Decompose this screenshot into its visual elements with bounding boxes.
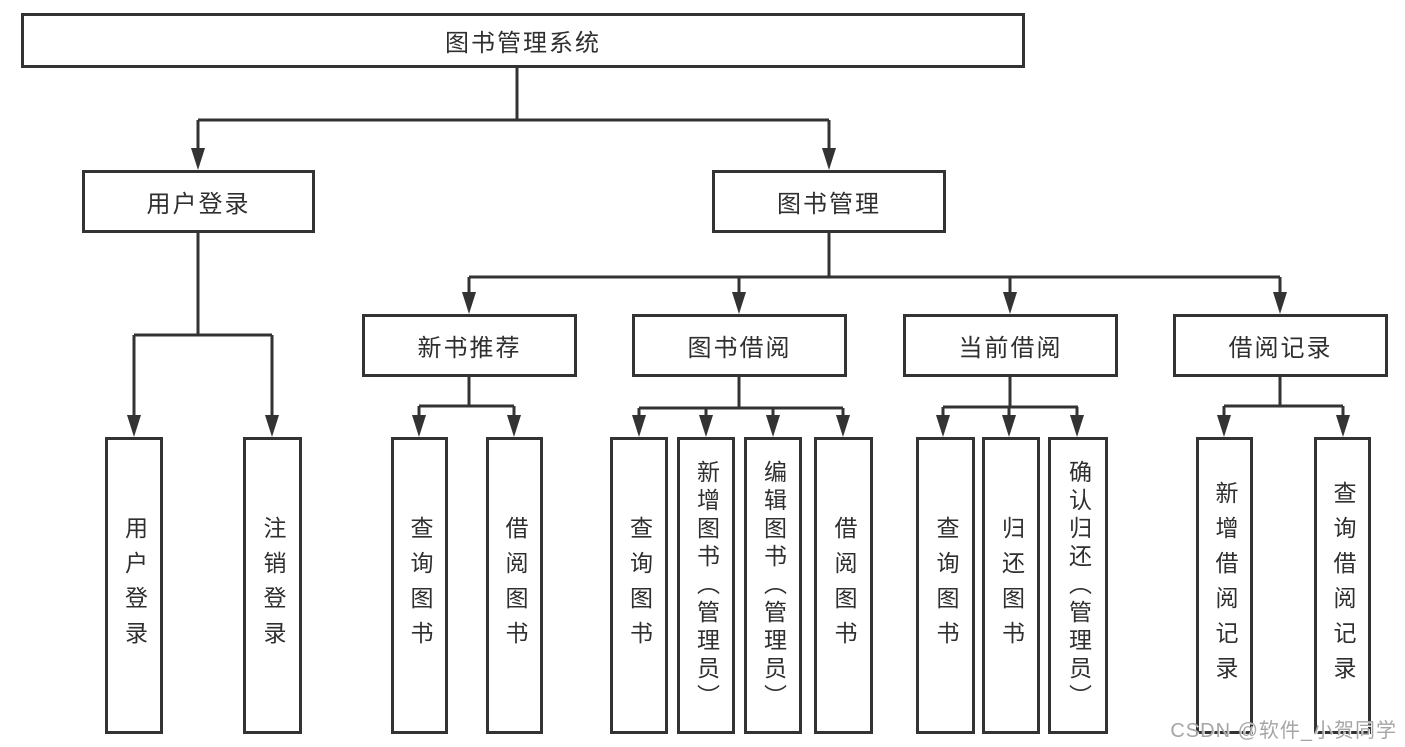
arrowhead-icon: [462, 292, 476, 314]
arrowhead-icon: [265, 415, 279, 437]
node-new-book-recommend: 新书推荐: [362, 314, 577, 377]
node-current-borrowing: 当前借阅: [903, 314, 1118, 377]
arrowhead-icon: [1336, 415, 1350, 437]
node-library-management-system: 图书管理系统: [21, 13, 1025, 68]
arrowhead-icon: [1217, 415, 1231, 437]
arrowhead-icon: [1002, 415, 1016, 437]
leaf-query-books: 查询图书: [391, 437, 448, 734]
arrowhead-icon: [822, 148, 836, 170]
arrowhead-icon: [836, 415, 850, 437]
leaf-borrow-books: 借阅图书: [814, 437, 873, 734]
leaf-user-login: 用户登录: [105, 437, 163, 734]
arrowhead-icon: [632, 415, 646, 437]
arrowhead-icon: [191, 148, 205, 170]
arrowhead-icon: [699, 415, 713, 437]
leaf-query-borrow-record: 查询借阅记录: [1314, 437, 1371, 734]
arrowhead-icon: [732, 292, 746, 314]
leaf-query-books: 查询图书: [916, 437, 975, 734]
arrowhead-icon: [412, 415, 426, 437]
csdn-watermark: CSDN @软件_小贺同学: [1170, 720, 1397, 742]
leaf-add-borrow-record: 新增借阅记录: [1196, 437, 1253, 734]
leaf-edit-books-admin: 编辑图书（管理员）: [744, 437, 802, 734]
arrowhead-icon: [127, 415, 141, 437]
node-user-login-group: 用户登录: [82, 170, 315, 233]
node-book-management: 图书管理: [712, 170, 946, 233]
arrowhead-icon: [507, 415, 521, 437]
leaf-borrow-books: 借阅图书: [486, 437, 543, 734]
arrowhead-icon: [1003, 292, 1017, 314]
leaf-query-books: 查询图书: [610, 437, 668, 734]
leaf-logout: 注销登录: [243, 437, 302, 734]
node-book-borrowing: 图书借阅: [632, 314, 847, 377]
leaf-add-books-admin: 新增图书（管理员）: [677, 437, 735, 734]
arrowhead-icon: [1273, 292, 1287, 314]
leaf-confirm-return-admin: 确认归还（管理员）: [1048, 437, 1108, 734]
arrowhead-icon: [1070, 415, 1084, 437]
arrowhead-icon: [936, 415, 950, 437]
arrowhead-icon: [766, 415, 780, 437]
leaf-return-books: 归还图书: [982, 437, 1040, 734]
node-borrowing-records: 借阅记录: [1173, 314, 1388, 377]
